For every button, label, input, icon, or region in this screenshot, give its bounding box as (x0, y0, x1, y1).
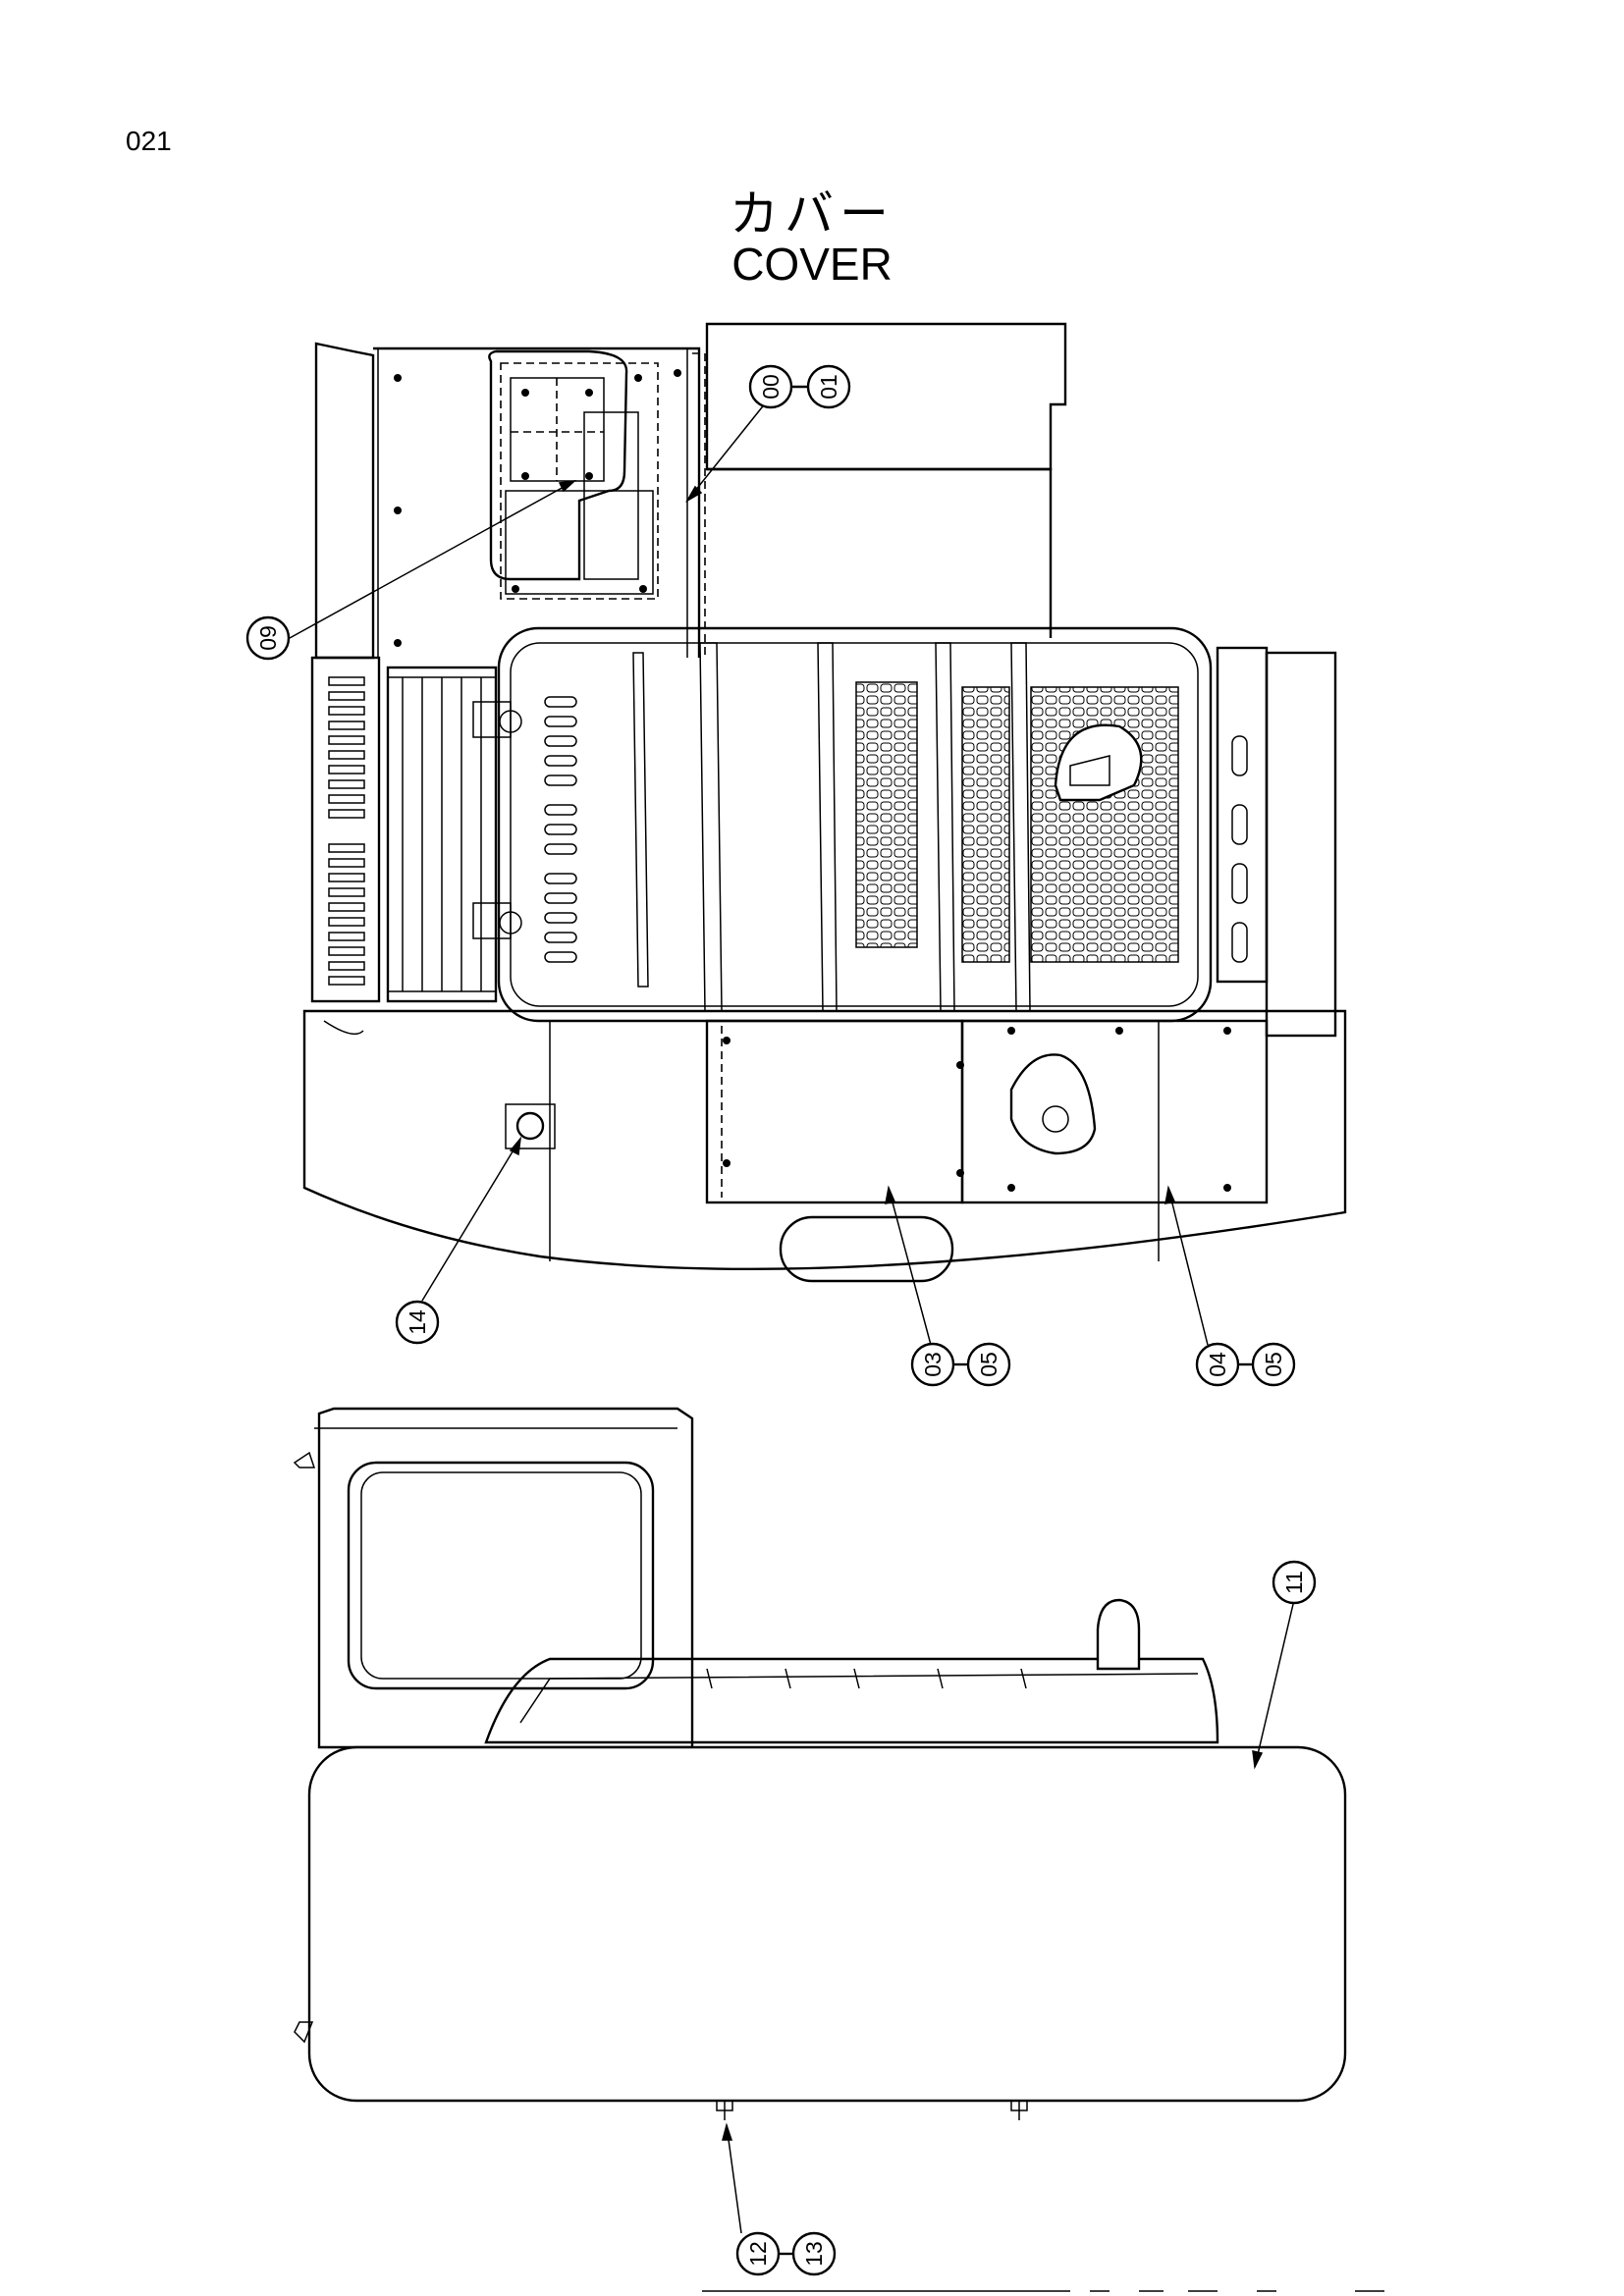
callout-13: 13 (791, 2231, 837, 2276)
leader-lines (289, 401, 1295, 2234)
svg-text:01: 01 (816, 374, 841, 400)
title-japanese: カバー (730, 186, 894, 242)
callout-00: 00 (748, 364, 793, 409)
page-number: 021 (126, 126, 172, 156)
svg-text:05: 05 (1261, 1352, 1286, 1377)
svg-text:00: 00 (758, 374, 784, 400)
top-view (302, 322, 1347, 1283)
callout-14: 14 (395, 1300, 440, 1345)
callout-11: 11 (1272, 1560, 1317, 1605)
svg-text:05: 05 (976, 1352, 1001, 1377)
svg-text:11: 11 (1281, 1571, 1307, 1594)
callout-03: 03 (910, 1342, 955, 1387)
svg-text:12: 12 (745, 2241, 771, 2267)
callout-05-a: 05 (966, 1342, 1011, 1387)
svg-text:03: 03 (920, 1352, 946, 1377)
callout-01: 01 (806, 364, 851, 409)
side-view (293, 1407, 1347, 2120)
callout-04: 04 (1195, 1342, 1240, 1387)
title-english: COVER (731, 239, 893, 290)
callout-09: 09 (245, 615, 291, 661)
callout-05-b: 05 (1251, 1342, 1296, 1387)
callout-12: 12 (735, 2231, 781, 2276)
svg-text:14: 14 (405, 1309, 430, 1335)
svg-text:04: 04 (1205, 1352, 1230, 1377)
svg-text:13: 13 (801, 2241, 827, 2267)
svg-text:09: 09 (255, 625, 281, 651)
